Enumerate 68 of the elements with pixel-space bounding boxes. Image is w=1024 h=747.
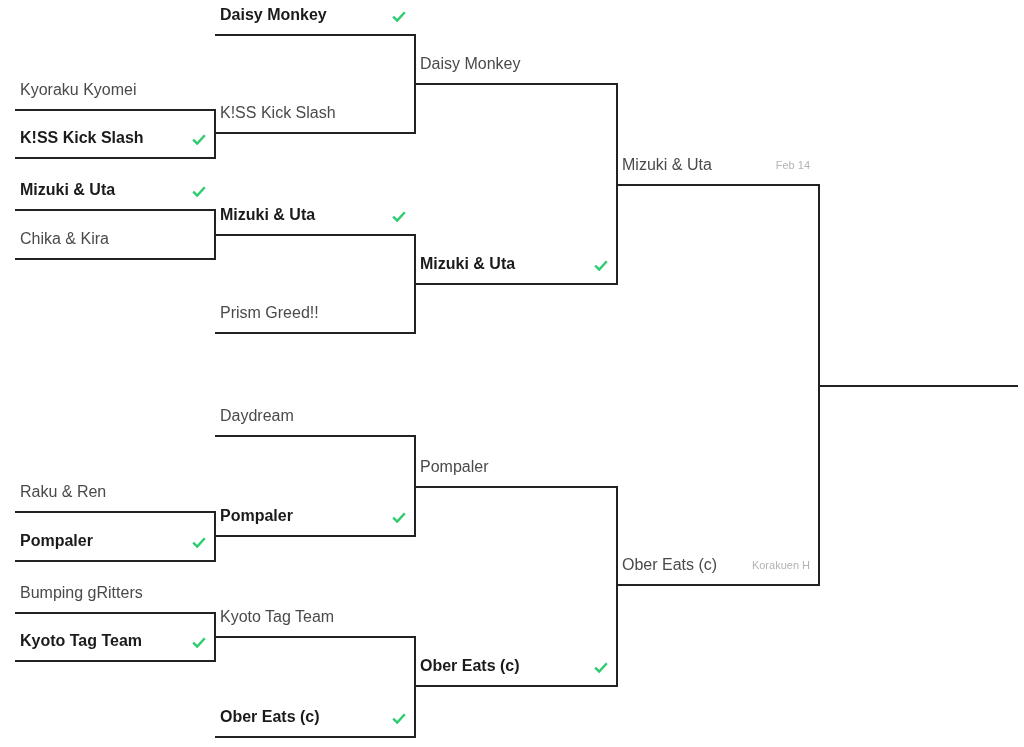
bracket-line — [414, 435, 416, 488]
bracket-slot — [215, 206, 415, 236]
bracket-line — [214, 636, 216, 662]
team-name: Mizuki & Uta — [420, 254, 516, 273]
team-name: K!SS Kick Slash — [20, 128, 144, 147]
team-name: Prism Greed!! — [220, 303, 319, 322]
team-name: K!SS Kick Slash — [220, 103, 336, 122]
team-name: Pompaler — [220, 506, 293, 525]
team-name: Ober Eats (c) — [220, 707, 320, 726]
team-name: Daisy Monkey — [220, 5, 327, 24]
bracket-line — [616, 83, 618, 186]
bracket-slot — [15, 129, 215, 159]
bracket-line — [616, 184, 618, 285]
bracket-slot — [415, 255, 617, 285]
bracket-line — [616, 486, 618, 586]
bracket-slot — [215, 304, 415, 334]
team-name: Kyoto Tag Team — [20, 631, 143, 650]
bracket-line — [414, 283, 416, 334]
bracket-slot — [15, 81, 215, 111]
bracket-line — [214, 132, 216, 159]
team-name: Bumping gRitters — [20, 583, 143, 602]
team-name: Daydream — [220, 406, 294, 425]
bracket-line — [214, 511, 216, 537]
team-name: Ober Eats (c) — [622, 555, 718, 574]
bracket-line — [214, 209, 216, 236]
bracket-slot — [415, 458, 617, 488]
team-name: Mizuki & Uta — [20, 180, 116, 199]
bracket-slot — [15, 230, 215, 260]
bracket-slot — [15, 532, 215, 562]
bracket-slot — [415, 55, 617, 85]
bracket-line — [214, 234, 216, 260]
team-name: Kyoto Tag Team — [220, 607, 335, 626]
bracket-line — [414, 636, 416, 687]
bracket-slot — [15, 632, 215, 662]
bracket-slot — [215, 407, 415, 437]
bracket-slot — [15, 181, 215, 211]
team-name: Kyoraku Kyomei — [20, 80, 137, 99]
bracket-slot — [617, 556, 819, 586]
bracket-line — [818, 184, 820, 387]
bracket-slot — [15, 483, 215, 513]
bracket-slot — [415, 657, 617, 687]
team-name: Mizuki & Uta — [220, 205, 316, 224]
bracket-slot — [215, 507, 415, 537]
bracket-line — [214, 612, 216, 638]
bracket-slot — [15, 584, 215, 614]
bracket-slot — [215, 6, 415, 36]
match-note: Korakuen H — [751, 559, 810, 572]
bracket-slot — [215, 708, 415, 738]
bracket-line — [818, 385, 820, 586]
team-name: Daisy Monkey — [420, 54, 521, 73]
bracket-line — [414, 34, 416, 85]
bracket-slot — [617, 156, 819, 186]
bracket-line — [214, 535, 216, 562]
team-name: Chika & Kira — [20, 229, 109, 248]
bracket-line — [414, 83, 416, 134]
bracket-slot — [215, 608, 415, 638]
match-note: Feb 14 — [775, 159, 810, 172]
bracket-line — [414, 685, 416, 738]
bracket-line — [214, 109, 216, 134]
team-name: Pompaler — [420, 457, 489, 476]
bracket-slot — [215, 104, 415, 134]
team-name: Pompaler — [20, 531, 93, 550]
bracket-line — [616, 584, 618, 687]
team-name: Ober Eats (c) — [420, 656, 520, 675]
bracket-line — [414, 234, 416, 285]
team-name: Mizuki & Uta — [622, 155, 712, 174]
bracket-line — [414, 486, 416, 537]
team-name: Raku & Ren — [20, 482, 107, 501]
